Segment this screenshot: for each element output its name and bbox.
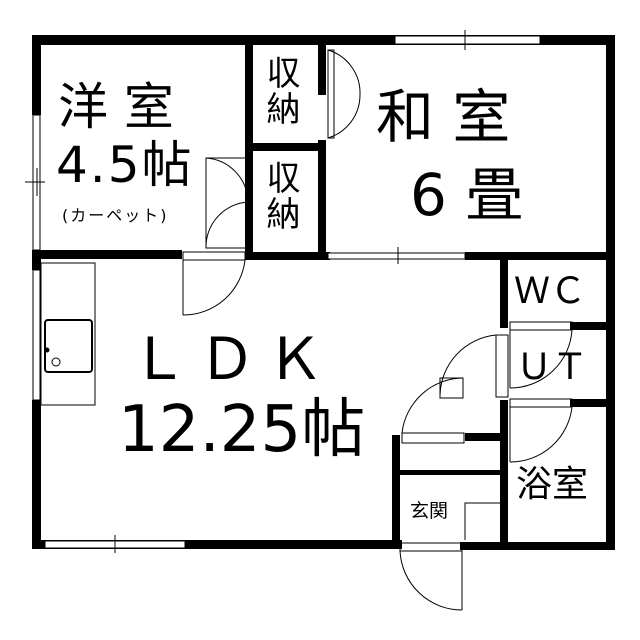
western-room-name: 洋 室 — [58, 78, 174, 136]
western-room-size: 4.5帖 — [56, 136, 194, 194]
ldk-size: 12.25帖 — [118, 393, 366, 467]
japanese-room-size: 6 畳 — [410, 161, 524, 229]
bathroom-label: 浴室 — [516, 464, 589, 505]
entrance-label: 玄関 — [410, 500, 449, 522]
doors — [182, 49, 573, 611]
storage-2-label: 収納 — [260, 160, 300, 232]
japanese-room-name: 和 室 — [376, 83, 511, 151]
ut-label: ＵＴ — [516, 347, 589, 388]
storage-1-label: 収納 — [260, 55, 300, 127]
ldk-name: ＬＤＫ — [130, 325, 335, 393]
wc-label: ＷＣ — [514, 271, 587, 312]
windows — [25, 30, 541, 553]
kitchen-counter — [40, 262, 96, 406]
walls — [32, 35, 615, 550]
western-room-note: (カーペット) — [62, 206, 169, 225]
